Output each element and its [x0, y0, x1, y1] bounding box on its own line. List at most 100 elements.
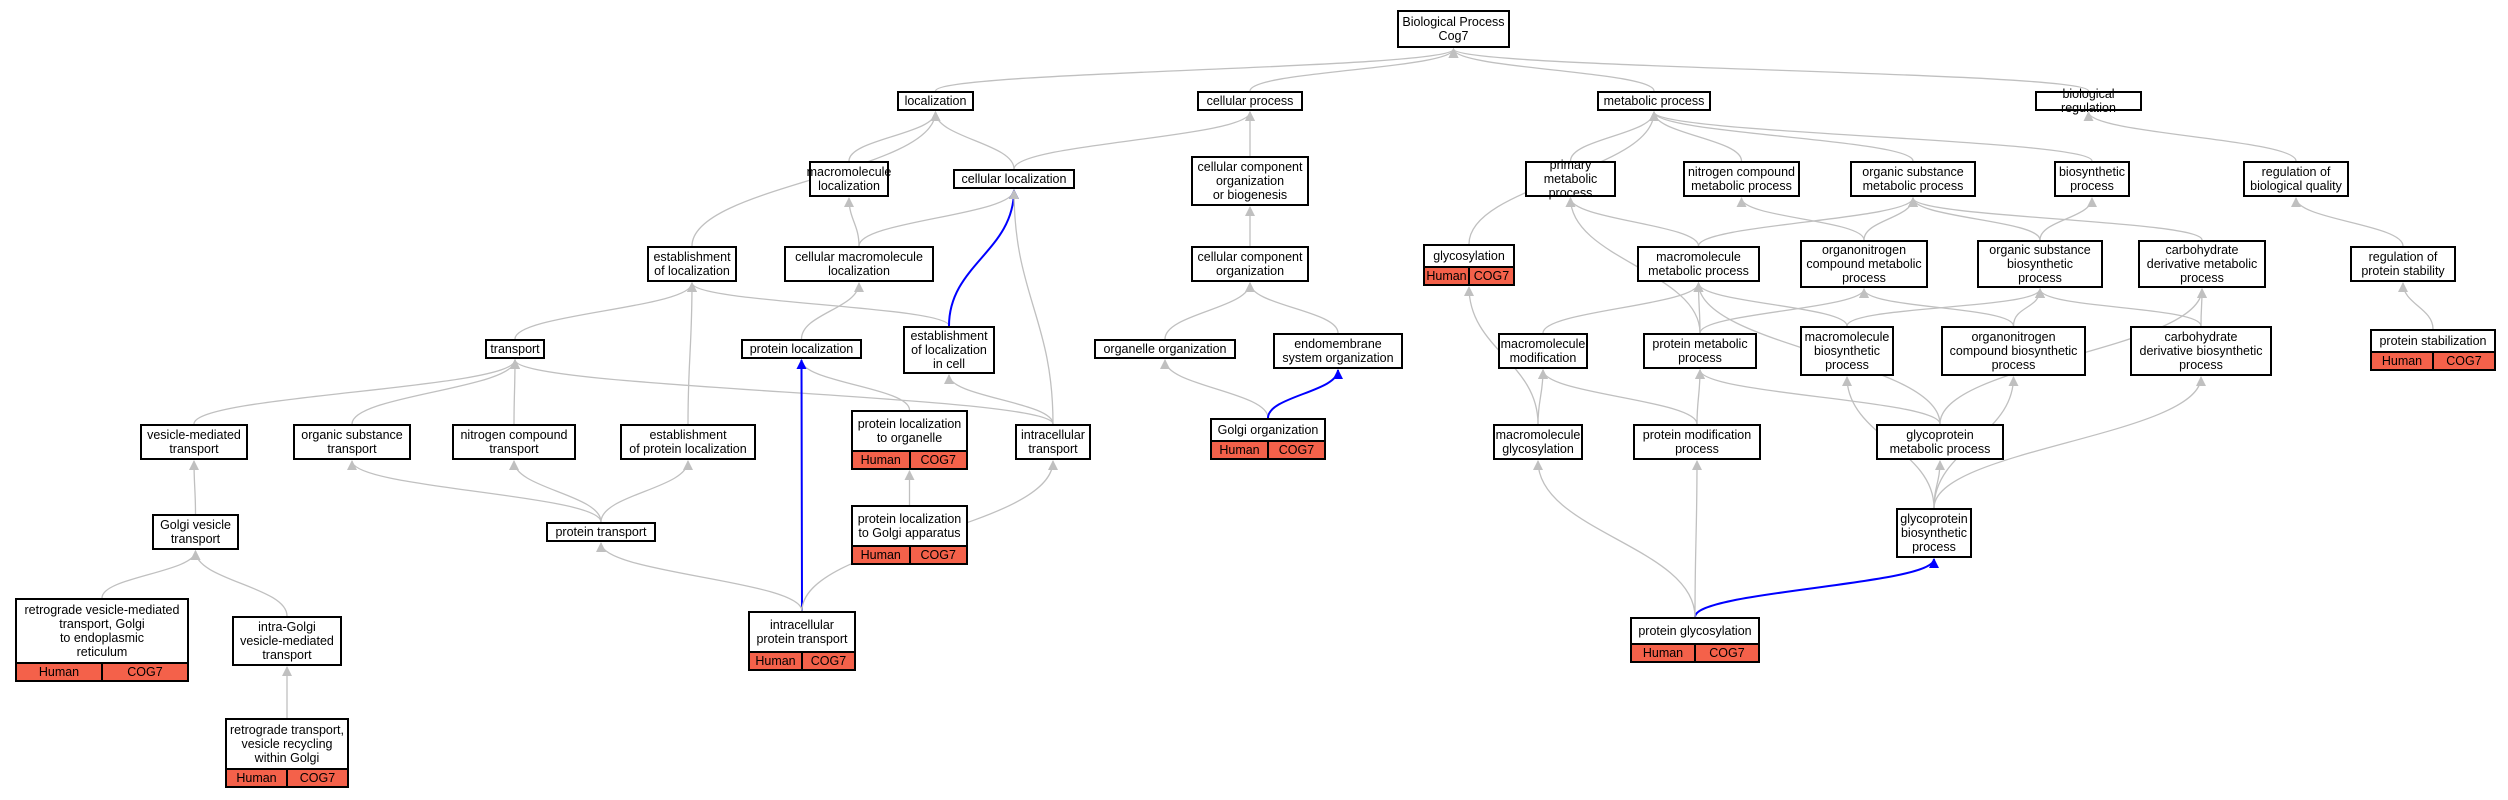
- highlighted-edge: [948, 189, 1019, 327]
- go-term-label: cellular macromolecule localization: [795, 250, 923, 278]
- go-term-node[interactable]: organic substance metabolic process: [1850, 161, 1976, 197]
- graph-edge: [1249, 48, 1459, 92]
- go-term-node[interactable]: primary metabolic process: [1525, 158, 1616, 200]
- go-term-node[interactable]: glycoprotein biosynthetic process: [1896, 508, 1972, 558]
- go-term-node[interactable]: regulation of biological quality: [2243, 161, 2349, 197]
- go-term-node[interactable]: intracellular transport: [1015, 424, 1091, 460]
- species-annotation: Human: [1642, 646, 1684, 660]
- go-term-node[interactable]: endomembrane system organization: [1273, 333, 1403, 369]
- go-term-label: protein metabolic process: [1652, 337, 1748, 365]
- go-term-node[interactable]: macromolecule localization: [806, 161, 892, 197]
- go-term-node[interactable]: cellular process: [1197, 91, 1303, 111]
- highlighted-edge: [796, 359, 807, 612]
- go-term-label: organelle organization: [1103, 342, 1227, 356]
- go-term-label: macromolecule modification: [1500, 337, 1586, 365]
- go-term-label: cellular localization: [961, 172, 1067, 186]
- go-term-node[interactable]: retrograde vesicle-mediated transport, G…: [15, 598, 189, 682]
- go-term-label: macromolecule biosynthetic process: [1804, 330, 1890, 372]
- species-annotation: Human: [236, 771, 277, 785]
- go-term-label: Golgi organization: [1217, 423, 1319, 437]
- go-term-node[interactable]: organic substance transport: [293, 424, 411, 460]
- graph-edge: [2291, 197, 2404, 247]
- go-term-node[interactable]: organelle organization: [1094, 339, 1236, 359]
- go-term-label: transport: [490, 342, 540, 356]
- go-term-label: intracellular protein transport: [756, 618, 848, 646]
- go-term-label: macromolecule localization: [806, 165, 892, 193]
- go-term-node[interactable]: carbohydrate derivative biosynthetic pro…: [2130, 326, 2272, 376]
- gene-annotation: COG7: [908, 547, 967, 563]
- go-term-node[interactable]: metabolic process: [1597, 91, 1711, 111]
- go-term-label: protein localization to organelle: [857, 417, 962, 445]
- graph-edge: [686, 282, 697, 425]
- go-term-node[interactable]: protein metabolic process: [1643, 333, 1757, 369]
- go-term-node[interactable]: intra-Golgi vesicle-mediated transport: [232, 616, 342, 666]
- gene-annotation: COG7: [908, 452, 967, 468]
- graph-edge: [1533, 460, 1696, 618]
- go-term-label: protein transport: [555, 525, 647, 539]
- go-term-node[interactable]: cellular macromolecule localization: [784, 246, 934, 282]
- graph-edge: [2083, 111, 2297, 162]
- go-term-node[interactable]: glycoprotein metabolic process: [1876, 424, 2004, 460]
- go-term-node[interactable]: biological regulation: [2035, 87, 2142, 115]
- go-term-node[interactable]: organonitrogen compound metabolic proces…: [1800, 240, 1928, 288]
- go-term-node[interactable]: macromolecule metabolic process: [1637, 246, 1760, 282]
- graph-edge: [1565, 197, 1700, 247]
- go-term-node[interactable]: establishment of protein localization: [620, 424, 756, 460]
- graph-edge: [800, 282, 864, 340]
- graph-edge: [1565, 197, 1701, 334]
- go-term-label: protein stabilization: [2379, 334, 2487, 348]
- go-term-node[interactable]: macromolecule modification: [1498, 333, 1588, 369]
- graph-edge: [1694, 369, 1705, 425]
- go-term-node[interactable]: macromolecule biosynthetic process: [1800, 326, 1894, 376]
- go-term-node[interactable]: biosynthetic process: [2054, 161, 2130, 197]
- go-term-node[interactable]: establishment of localization: [647, 246, 737, 282]
- go-term-node[interactable]: protein transport: [546, 522, 656, 542]
- go-term-node[interactable]: nitrogen compound transport: [452, 424, 576, 460]
- graph-edge: [2012, 288, 2045, 327]
- graph-edge: [1448, 48, 2090, 92]
- go-term-label: cellular component organization: [1197, 250, 1303, 278]
- go-term-node[interactable]: Golgi vesicle transport: [152, 514, 239, 550]
- go-term-node[interactable]: retrograde transport, vesicle recycling …: [225, 718, 349, 788]
- graph-edge: [101, 550, 201, 599]
- go-term-node[interactable]: establishment of localization in cell: [903, 326, 995, 374]
- go-term-node[interactable]: vesicle-mediated transport: [140, 424, 248, 460]
- graph-edge: [514, 282, 697, 340]
- graph-edge: [509, 460, 602, 523]
- go-term-node[interactable]: organic substance biosynthetic process: [1977, 240, 2103, 288]
- go-term-node[interactable]: Biological Process Cog7: [1397, 10, 1510, 48]
- species-annotation: Human: [1219, 443, 1260, 457]
- graph-edge: [1649, 111, 2093, 162]
- graph-edge: [509, 359, 520, 425]
- go-term-node[interactable]: nitrogen compound metabolic process: [1683, 161, 1800, 197]
- go-term-node[interactable]: carbohydrate derivative metabolic proces…: [2138, 240, 2266, 288]
- go-term-label: glycosylation: [1433, 249, 1505, 263]
- go-term-node[interactable]: cellular component organization: [1191, 246, 1309, 282]
- highlighted-edge: [1694, 558, 1939, 618]
- graph-edge: [1908, 197, 2041, 241]
- go-term-node[interactable]: protein localization: [741, 339, 862, 359]
- go-term-node[interactable]: regulation of protein stability: [2350, 246, 2456, 282]
- graph-edge: [796, 359, 911, 411]
- go-term-label: cellular component organization or bioge…: [1197, 160, 1303, 202]
- go-term-node[interactable]: protein modification process: [1633, 424, 1761, 460]
- go-term-label: organonitrogen compound biosynthetic pro…: [1949, 330, 2078, 372]
- go-term-node[interactable]: macromolecule glycosylation: [1493, 424, 1583, 460]
- go-term-label: vesicle-mediated transport: [147, 428, 241, 456]
- go-term-label: protein localization to Golgi apparatus: [857, 512, 962, 540]
- gene-annotation: COG7: [101, 664, 187, 680]
- go-term-node[interactable]: localization: [897, 91, 974, 111]
- go-term-node[interactable]: cellular component organization or bioge…: [1191, 156, 1309, 206]
- go-term-node[interactable]: transport: [485, 339, 545, 359]
- go-term-node[interactable]: cellular localization: [953, 169, 1075, 189]
- go-term-node[interactable]: organonitrogen compound biosynthetic pro…: [1941, 326, 2086, 376]
